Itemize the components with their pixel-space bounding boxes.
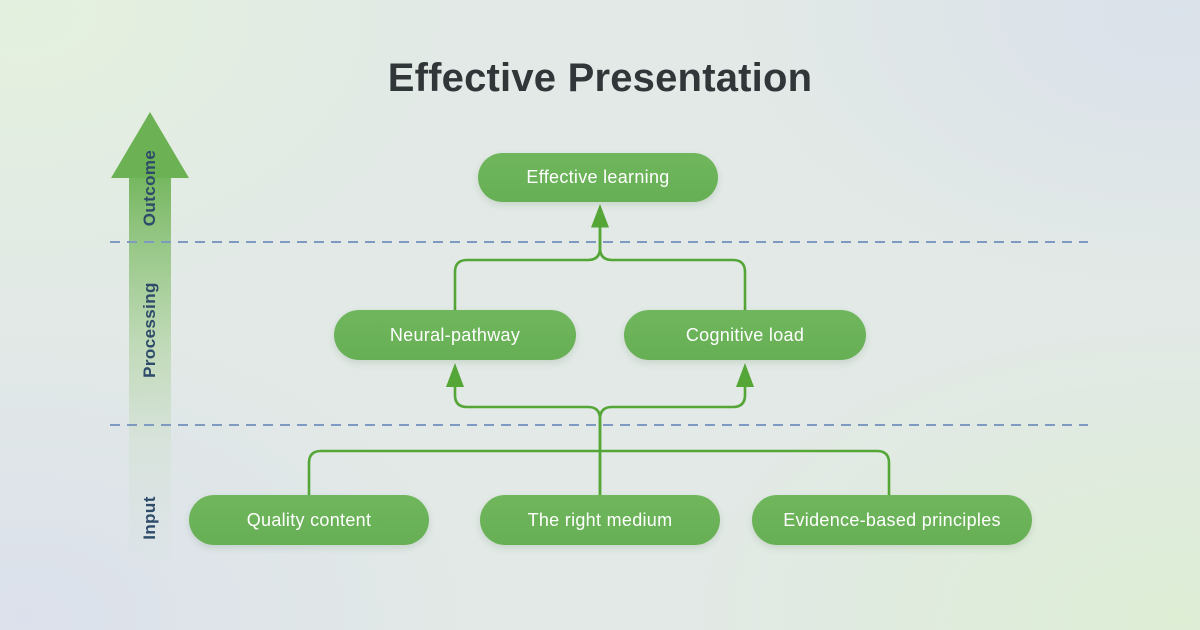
node-quality-content: Quality content (189, 495, 429, 545)
node-label: Evidence-based principles (783, 509, 1001, 530)
node-label: Neural-pathway (389, 324, 521, 345)
axis-label-processing: Processing (140, 282, 159, 378)
node-evidence-based-principles: Evidence-based principles (752, 495, 1032, 545)
edge-input-bus (307, 449, 891, 497)
axis-up-arrow-head-icon (111, 112, 189, 178)
edge-cognitive-to-outcome (598, 227, 747, 313)
node-label: Cognitive load (685, 324, 805, 345)
node-cognitive-load: Cognitive load (624, 310, 866, 360)
node-effective-learning: Effective learning (478, 153, 718, 202)
edge-stem-to-neural (453, 386, 602, 497)
arrowhead-outcome-icon (591, 204, 609, 228)
axis-label-input: Input (140, 496, 159, 540)
edge-neural-to-outcome (453, 227, 602, 313)
axis-label-outcome: Outcome (140, 149, 159, 227)
node-label: The right medium (527, 509, 673, 530)
node-the-right-medium: The right medium (480, 495, 720, 545)
edge-stem-to-cognitive (598, 386, 747, 497)
axis-up-arrow-body (129, 176, 171, 562)
arrowhead-cognitive-icon (736, 363, 754, 387)
node-label: Effective learning (526, 167, 670, 187)
arrowhead-neural-icon (446, 363, 464, 387)
page-title: Effective Presentation (387, 56, 813, 100)
node-neural-pathway: Neural-pathway (334, 310, 576, 360)
node-label: Quality content (246, 509, 372, 530)
